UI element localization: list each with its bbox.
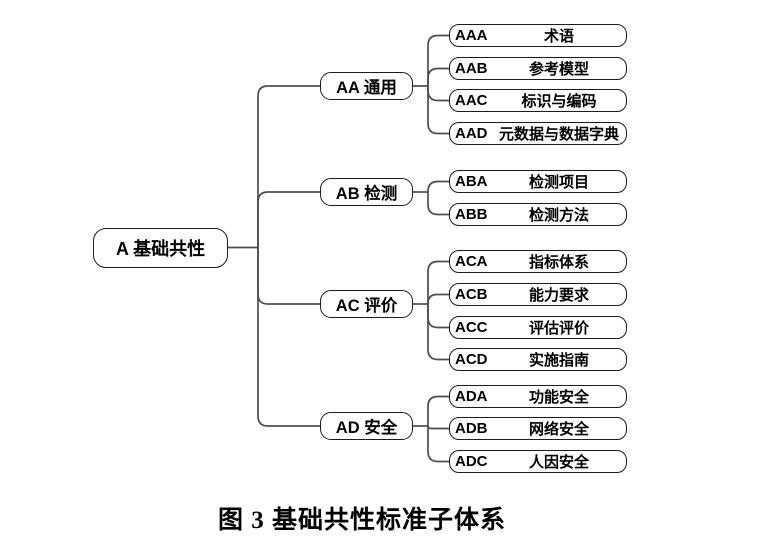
leaf-code: ACC — [455, 319, 488, 336]
branch-node-aa: AA 通用 — [320, 72, 413, 100]
leaf-code: ABA — [455, 173, 488, 190]
leaf-code: ABB — [455, 206, 488, 223]
branch-node-ac: AC 评价 — [320, 290, 413, 318]
connector-to-aba — [427, 180, 449, 192]
leaf-code: ADB — [455, 420, 488, 437]
connector-to-aad — [427, 86, 449, 135]
leaf-code: ACD — [455, 351, 488, 368]
leaf-node-aad: AAD 元数据与数据字典 — [449, 122, 627, 145]
leaf-node-acd: ACD 实施指南 — [449, 348, 627, 371]
leaf-code: AAB — [455, 60, 488, 77]
leaf-node-acb: ACB 能力要求 — [449, 283, 627, 306]
leaf-label: 评估评价 — [528, 320, 589, 337]
leaf-code: AAC — [455, 92, 488, 109]
connector-to-aab — [427, 67, 449, 86]
connector-to-aca — [427, 260, 449, 304]
connector-to-ad — [257, 247, 320, 427]
connector-to-aaa — [427, 34, 449, 86]
connector-to-acd — [427, 304, 449, 361]
connector-to-adc — [427, 426, 449, 463]
connector-to-aa — [257, 85, 320, 248]
leaf-label: 人因安全 — [528, 454, 589, 471]
leaf-label: 检测项目 — [528, 174, 589, 191]
leaf-label: 标识与编码 — [521, 93, 597, 110]
leaf-node-acc: ACC 评估评价 — [449, 316, 627, 339]
leaf-label: 能力要求 — [528, 287, 589, 304]
figure-caption: 图 3 基础共性标准子体系 — [217, 507, 506, 534]
leaf-node-adc: ADC 人因安全 — [449, 450, 627, 473]
leaf-label: 实施指南 — [528, 352, 589, 369]
leaf-label: 网络安全 — [528, 421, 589, 438]
branch-node-ad: AD 安全 — [320, 412, 413, 440]
leaf-code: ADC — [455, 453, 488, 470]
leaf-code: AAA — [455, 27, 488, 44]
leaf-node-aca: ACA 指标体系 — [449, 250, 627, 273]
leaf-code: ACA — [455, 253, 488, 270]
connector-to-acc — [427, 304, 449, 329]
leaf-code: ADA — [455, 388, 488, 405]
leaf-code: ACB — [455, 286, 488, 303]
leaf-node-ada: ADA 功能安全 — [449, 385, 627, 408]
leaf-node-abb: ABB 检测方法 — [449, 203, 627, 226]
leaf-node-aab: AAB 参考模型 — [449, 57, 627, 80]
leaf-label: 指标体系 — [528, 254, 589, 271]
connector-to-adb — [427, 425, 449, 430]
connector-to-aac — [427, 86, 449, 102]
branch-node-ab: AB 检测 — [320, 178, 413, 206]
connector-to-abb — [427, 192, 449, 216]
connector-to-acb — [427, 293, 449, 304]
leaf-label: 检测方法 — [528, 207, 589, 224]
connector-group — [228, 34, 449, 463]
connector-to-ada — [427, 395, 449, 426]
leaf-node-aaa: AAA 术语 — [449, 24, 627, 47]
leaf-label: 元数据与数据字典 — [498, 126, 619, 143]
leaf-node-adb: ADB 网络安全 — [449, 417, 627, 440]
leaf-code: AAD — [455, 125, 488, 142]
leaf-label: 术语 — [543, 28, 574, 45]
root-node-a: A 基础共性 — [93, 228, 228, 268]
connector-to-ab — [257, 191, 320, 248]
leaf-node-aac: AAC 标识与编码 — [449, 89, 627, 112]
connector-to-ac — [257, 247, 320, 305]
leaf-node-aba: ABA 检测项目 — [449, 170, 627, 193]
leaf-label: 参考模型 — [528, 61, 589, 78]
leaf-label: 功能安全 — [528, 389, 589, 406]
